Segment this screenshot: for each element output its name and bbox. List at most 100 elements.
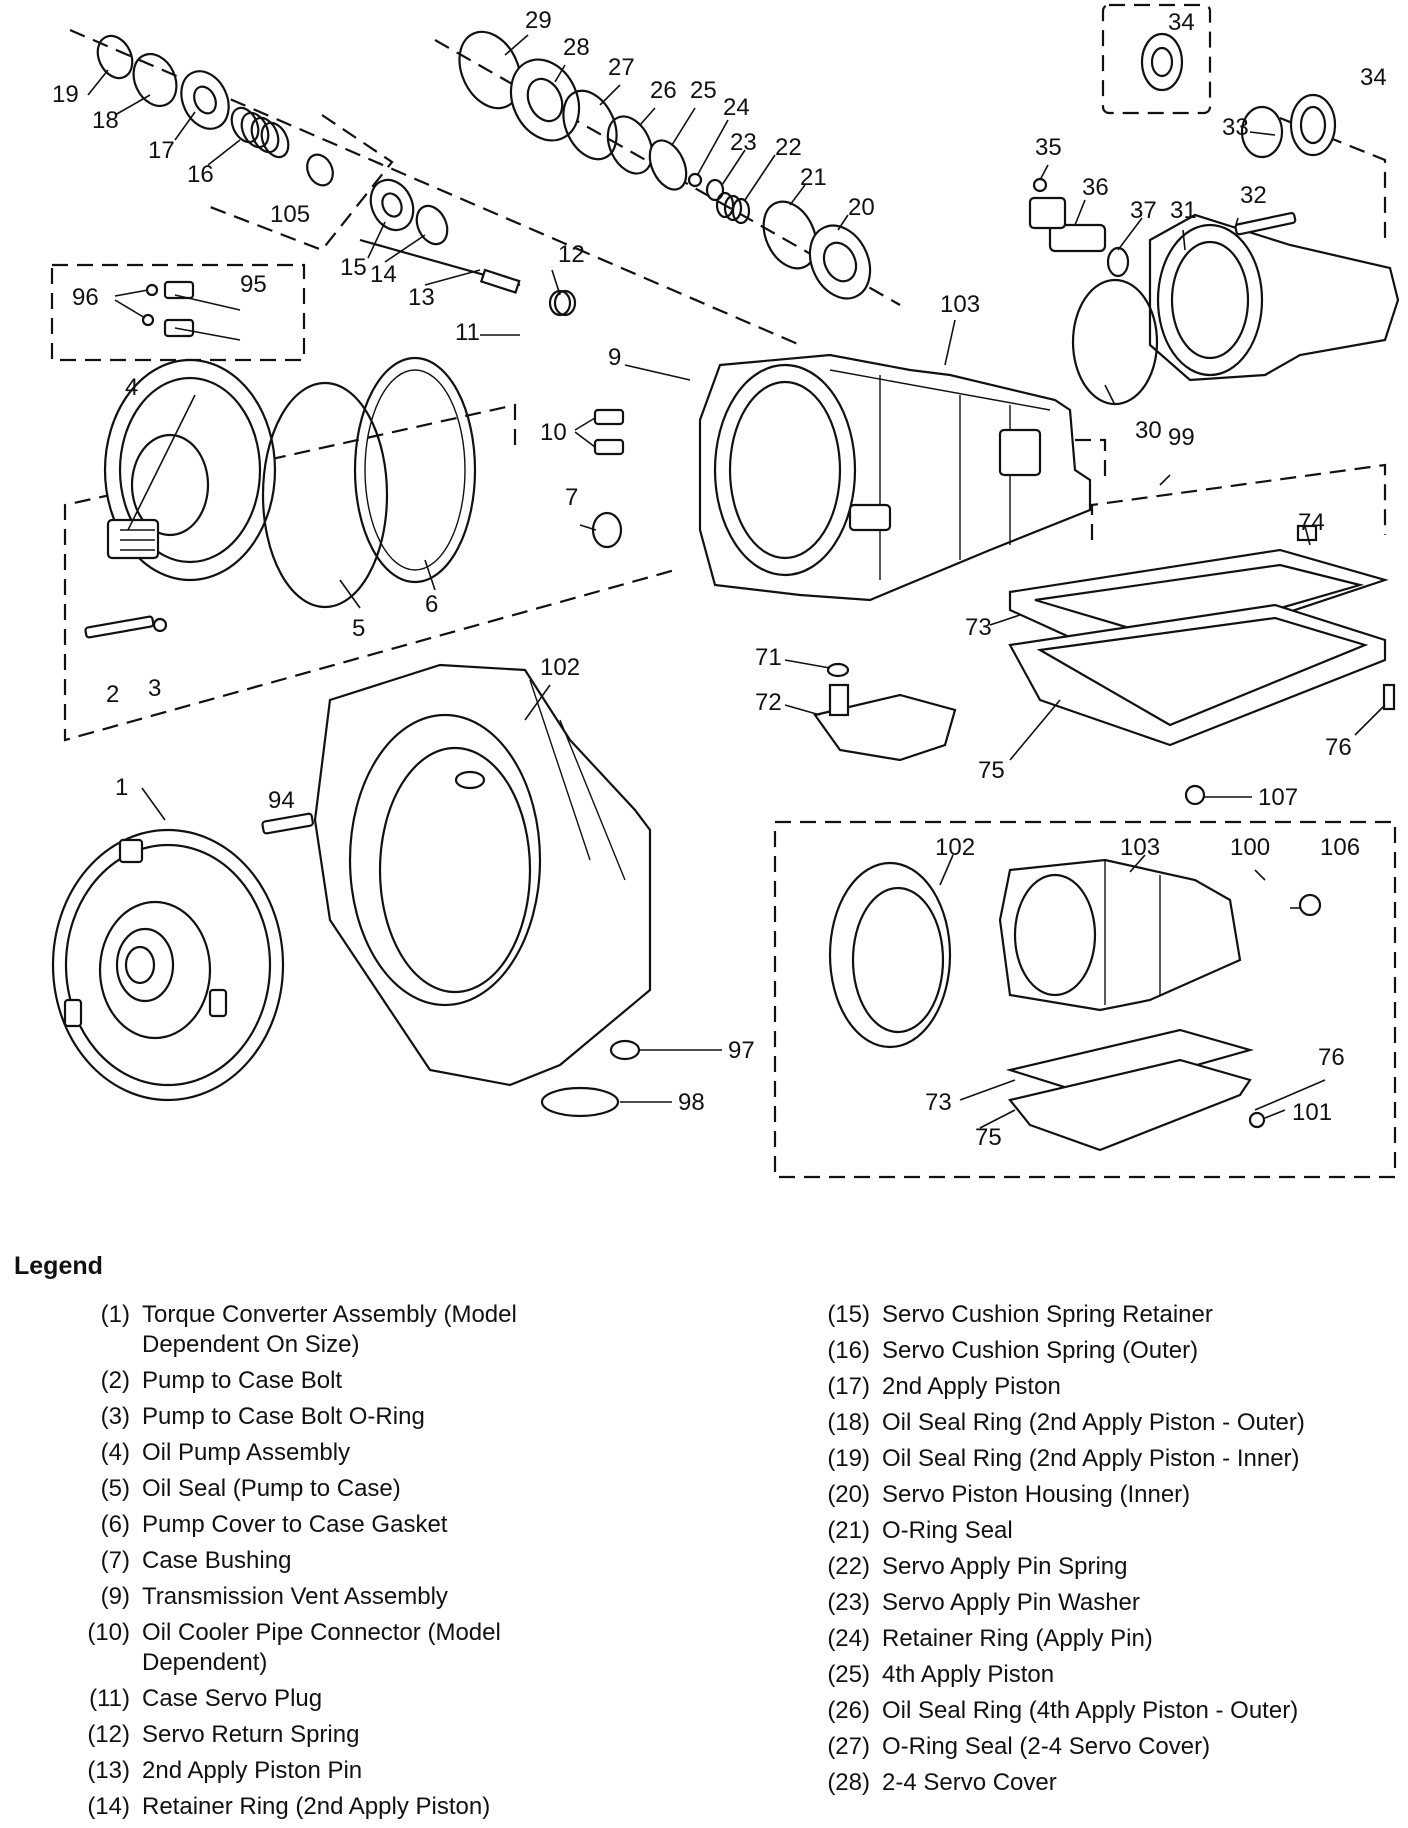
legend-item-text: Oil Seal Ring (4th Apply Piston - Outer) [882,1697,1299,1724]
legend-item: (14)Retainer Ring (2nd Apply Piston) [60,1792,620,1822]
callout-71: 71 [755,644,782,671]
legend-item-number: (6) [100,1511,130,1538]
legend-item-number: (17) [827,1373,870,1400]
callout-16: 16 [187,161,214,188]
transmission-case [593,353,1092,602]
legend-item-text: Servo Apply Pin Washer [882,1589,1140,1616]
callout-103a: 103 [940,291,980,318]
legend-item: (11)Case Servo Plug [60,1684,620,1714]
legend-item-number: (7) [100,1547,130,1574]
legend-item-text: Servo Apply Pin Spring [882,1553,1128,1580]
callout-26: 26 [650,77,677,104]
speed-sensor [1028,177,1130,278]
exploded-view-diagram: 1 2 3 4 5 6 7 9 10 11 12 13 14 15 16 17 … [50,3,1400,1179]
callout-25: 25 [690,77,717,104]
callout-74: 74 [1298,509,1325,536]
callout-15: 15 [340,254,367,281]
torque-converter [51,828,285,1102]
callout-labels: 1 2 3 4 5 6 7 9 10 11 12 13 14 15 16 17 … [52,7,1387,1151]
callout-2: 2 [106,681,119,708]
bolt-94 [261,812,314,835]
callout-73-inset: 73 [925,1089,952,1116]
case-bushing-7 [591,511,623,549]
legend-item-number: (3) [100,1403,130,1430]
callout-10: 10 [540,419,567,446]
bolt-2 [84,615,155,639]
callout-34b: 34 [1360,64,1387,91]
legend-left-column: (1) Torque Converter Assembly (Model Depe… [60,1300,620,1828]
legend-right-column: (15)Servo Cushion Spring Retainer(16)Ser… [800,1300,1400,1804]
callout-32: 32 [1240,182,1267,209]
legend-item: (20)Servo Piston Housing (Inner) [800,1480,1400,1510]
legend-item-text: Oil Pump Assembly [142,1439,351,1466]
callout-103b: 103 [1120,834,1160,861]
callout-94: 94 [268,787,295,814]
legend-item-text: 2nd Apply Piston Pin [142,1757,363,1784]
legend-item-number: (22) [827,1553,870,1580]
callout-5: 5 [352,615,365,642]
legend-item: (12)Servo Return Spring [60,1720,620,1750]
legend-title: Legend [14,1252,103,1280]
cooler-fittings [141,280,195,338]
legend-item-text: Torque Converter Assembly (Model Depende… [142,1301,517,1358]
legend-item-number: (4) [100,1439,130,1466]
callout-18: 18 [92,107,119,134]
legend-item-number: (27) [827,1733,870,1760]
legend-item: (28) 2-4 Servo Cover [800,1768,1400,1798]
callout-21: 21 [800,164,827,191]
legend-item-text: Pump to Case Bolt [142,1367,343,1394]
legend-item-number: (28) [827,1769,870,1796]
callout-1: 1 [115,774,128,801]
callout-102b: 102 [935,834,975,861]
legend-item-text: 2nd Apply Piston [882,1373,1061,1400]
legend-item: (13) 2nd Apply Piston Pin [60,1756,620,1786]
legend-item-number: (1) [100,1301,130,1328]
callout-22: 22 [775,134,802,161]
inset-2wd-view [828,858,1322,1152]
oil-seal-5 [261,381,389,609]
legend-item-text: Case Bushing [142,1547,292,1574]
legend-item: (23) Servo Apply Pin Washer [800,1588,1400,1618]
legend-item-number: (23) [827,1589,870,1616]
callout-7: 7 [565,484,578,511]
legend-item-number: (24) [827,1625,870,1652]
extension-housing [1148,211,1400,382]
bell-housing [313,663,652,1087]
legend-item-text: Servo Return Spring [142,1721,360,1748]
legend-item-number: (21) [827,1517,870,1544]
callout-96: 96 [72,284,99,311]
legend-item: (24)Retainer Ring (Apply Pin) [800,1624,1400,1654]
legend-item-text: Oil Seal Ring (2nd Apply Piston - Outer) [882,1409,1305,1436]
callout-34a: 34 [1168,9,1195,36]
callout-100: 100 [1230,834,1270,861]
legend-item: (16)Servo Cushion Spring (Outer) [800,1336,1400,1366]
legend-item-text: Pump Cover to Case Gasket [142,1511,448,1538]
callout-24: 24 [723,94,750,121]
legend-item-text: Retainer Ring (2nd Apply Piston) [142,1793,491,1820]
callout-36: 36 [1082,174,1109,201]
callout-31: 31 [1170,197,1197,224]
callout-95: 95 [240,271,267,298]
legend-item-number: (9) [100,1583,130,1610]
legend-item: (26)Oil Seal Ring (4th Apply Piston - Ou… [800,1696,1400,1726]
spring-22 [715,191,751,225]
legend-item-number: (10) [87,1619,130,1646]
callout-6: 6 [425,591,438,618]
callout-11: 11 [455,319,480,346]
legend-item-text: 2-4 Servo Cover [882,1769,1057,1796]
legend-item: (2)Pump to Case Bolt [60,1366,620,1396]
legend-item-number: (13) [87,1757,130,1784]
legend-item-number: (19) [827,1445,870,1472]
legend-item-text: Servo Cushion Spring (Outer) [882,1337,1199,1364]
legend-item-number: (25) [827,1661,870,1688]
callout-9: 9 [608,344,621,371]
legend-item-text: Pump to Case Bolt O-Ring [142,1403,425,1430]
callout-14: 14 [370,261,397,288]
legend-item: (7) Case Bushing [60,1546,620,1576]
callout-107: 107 [1258,784,1298,811]
legend-item: (25)4th Apply Piston [800,1660,1400,1690]
callout-20: 20 [848,194,875,221]
legend-item: (18)Oil Seal Ring (2nd Apply Piston - Ou… [800,1408,1400,1438]
spring-16 [230,106,290,159]
callout-37: 37 [1130,197,1157,224]
